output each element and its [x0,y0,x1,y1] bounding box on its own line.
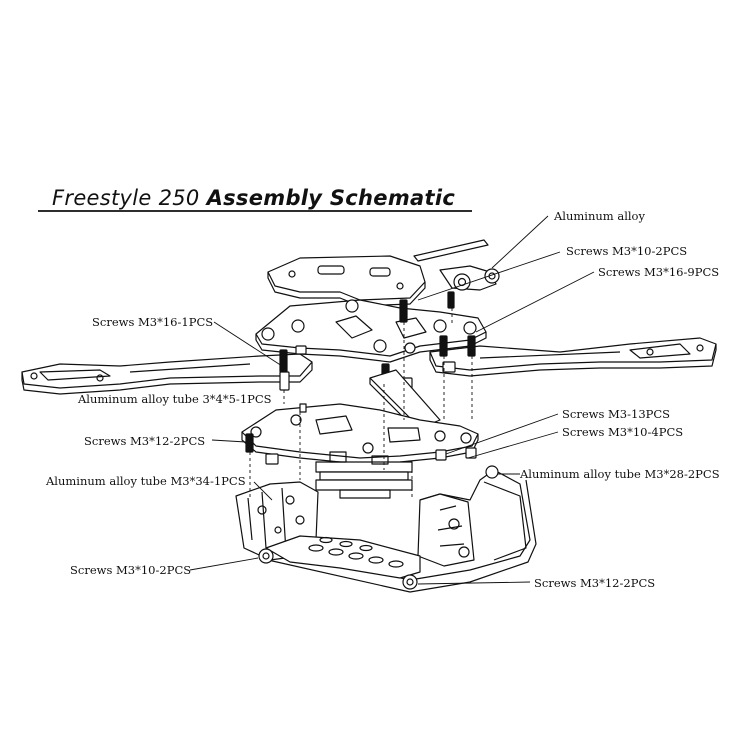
title-part-1: Freestyle 250 [52,186,200,210]
label-screws-m3-16-1pcs: Screws M3*16-1PCS [92,315,214,329]
bottom-tray [258,535,421,590]
leader-lines [189,215,595,585]
label-aluminum-tube-3-4-5: Aluminum alloy tube 3*4*5-1PCS [78,392,272,406]
label-screws-m3-12-2pcs-bottom: Screws M3*12-2PCS [534,576,656,590]
right-arm [429,337,717,377]
lower-hardware [245,403,477,465]
label-screws-m3-13pcs: Screws M3-13PCS [562,407,671,421]
label-aluminum-alloy: Aluminum alloy [554,209,645,223]
label-screws-m3-10-2pcs-bottom: Screws M3*10-2PCS [70,563,192,577]
label-screws-m3-10-2pcs-top: Screws M3*10-2PCS [566,244,688,258]
assembly-dashes [249,308,473,500]
label-screws-m3-16-9pcs: Screws M3*16-9PCS [598,265,720,279]
camera-mount [413,239,500,291]
left-arm [21,353,313,395]
title-part-2: Assembly Schematic [206,186,456,210]
label-screws-m3-12-2pcs-left: Screws M3*12-2PCS [84,434,206,448]
top-plate [267,255,426,307]
label-aluminum-tube-m3-28: Aluminum alloy tube M3*28-2PCS [520,467,720,481]
electronics-stack [315,451,413,499]
diagram-title: Freestyle 250 Assembly Schematic [52,186,455,210]
label-aluminum-tube-m3-34: Aluminum alloy tube M3*34-1PCS [46,474,246,488]
label-screws-m3-10-4pcs: Screws M3*10-4PCS [562,425,684,439]
middle-plate [255,299,487,363]
